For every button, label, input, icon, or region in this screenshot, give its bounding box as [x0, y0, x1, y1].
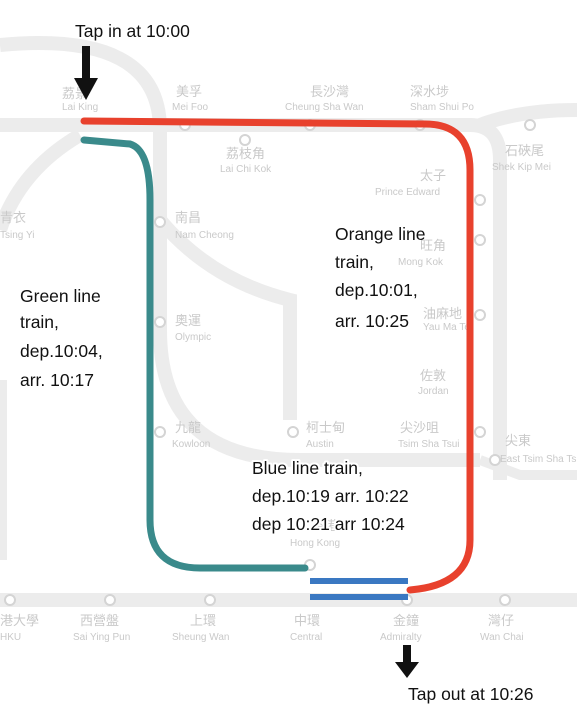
station-sham-shui-po-zh: 深水埗	[410, 85, 449, 100]
station-marker	[154, 216, 166, 228]
tap-out-label: Tap out at 10:26	[408, 684, 534, 704]
station-marker	[499, 594, 511, 606]
orange-note-line-1: Orange line	[335, 224, 425, 244]
station-tsim-sha-tsui-zh: 尖沙咀	[400, 421, 439, 436]
station-marker	[474, 234, 486, 246]
station-tsing-yi-zh: 青衣	[0, 210, 26, 226]
station-yau-ma-tei-zh: 油麻地	[423, 307, 462, 322]
station-marker	[204, 594, 216, 606]
station-marker	[474, 426, 486, 438]
tap-in-label: Tap in at 10:00	[75, 21, 190, 41]
station-labels: 荔景 Lai King 美孚 Mei Foo 長沙灣 Cheung Sha Wa…	[0, 85, 577, 643]
station-marker	[474, 309, 486, 321]
map-line-west-rail	[154, 215, 297, 420]
station-austin-zh: 柯士甸	[306, 421, 345, 436]
blue-note-line-1: Blue line train,	[252, 458, 363, 478]
orange-line-note: Orange line train, dep.10:01, arr. 10:25	[335, 224, 425, 331]
station-wan-chai-en: Wan Chai	[480, 632, 524, 643]
map-line-tsing-yi	[0, 128, 84, 233]
station-central-zh: 中環	[294, 614, 320, 629]
station-jordan-en: Jordan	[418, 386, 449, 397]
green-line-route	[80, 136, 309, 572]
blue-note-line-3: dep 10:21 arr 10:24	[252, 514, 405, 534]
station-sham-shui-po-en: Sham Shui Po	[410, 102, 474, 113]
station-marker	[474, 194, 486, 206]
station-nam-cheong-zh: 南昌	[175, 210, 201, 226]
background-map: 荔景 Lai King 美孚 Mei Foo 長沙灣 Cheung Sha Wa…	[0, 36, 577, 643]
green-note-line-2: train,	[20, 312, 59, 332]
station-marker	[524, 119, 536, 131]
green-note-line-3: dep.10:04,	[20, 341, 103, 361]
station-cheung-sha-wan-en: Cheung Sha Wan	[285, 102, 364, 113]
blue-line-note: Blue line train, dep.10:19 arr. 10:22 de…	[250, 456, 411, 536]
blue-line-route	[310, 578, 408, 600]
station-marker	[154, 316, 166, 328]
orange-note-line-3: dep.10:01,	[335, 280, 418, 300]
blue-line-track-lower	[310, 594, 408, 600]
station-mong-kok-zh: 旺角	[420, 239, 446, 254]
station-marker	[154, 426, 166, 438]
station-admiralty-zh: 金鐘	[393, 613, 419, 629]
station-hku-zh: 港大學	[0, 614, 39, 629]
map-line-tsuen-wan-main	[0, 118, 507, 480]
station-central-en: Central	[290, 632, 322, 643]
orange-line-route	[80, 117, 474, 594]
green-note-line-1: Green line	[20, 286, 101, 306]
green-note-line-4: arr. 10:17	[20, 370, 94, 390]
station-olympic-zh: 奧運	[175, 314, 201, 329]
station-sheung-wan-zh: 上環	[190, 614, 216, 629]
station-lai-chi-kok-en: Lai Chi Kok	[220, 164, 272, 175]
tap-in-arrow-icon	[74, 46, 98, 100]
station-hong-kong-zh: 香港	[312, 519, 338, 534]
orange-note-line-4: arr. 10:25	[335, 311, 409, 331]
map-line-tsuen-wan-south	[153, 329, 480, 467]
orange-note-line-2: train,	[335, 252, 374, 272]
station-kowloon-zh: 九龍	[175, 420, 201, 436]
station-shek-kip-mei-zh: 石硤尾	[505, 144, 544, 159]
station-east-tsim-sha-tsui-zh: 尖東	[505, 433, 531, 449]
station-mei-foo-en: Mei Foo	[172, 102, 209, 113]
station-lai-chi-kok-zh: 荔枝角	[226, 147, 265, 162]
station-marker	[104, 594, 116, 606]
station-east-tsim-sha-tsui-en: East Tsim Sha Tsui	[500, 454, 577, 465]
station-austin-en: Austin	[306, 439, 334, 450]
station-sheung-wan-en: Sheung Wan	[172, 632, 229, 643]
map-line-tsuen-wan	[0, 36, 167, 330]
station-marker	[489, 454, 501, 466]
station-shek-kip-mei-en: Shek Kip Mei	[492, 162, 551, 173]
station-nam-cheong-en: Nam Cheong	[175, 230, 234, 241]
station-sai-ying-pun-en: Sai Ying Pun	[73, 632, 130, 643]
station-admiralty-en: Admiralty	[380, 632, 422, 643]
station-hong-kong-en: Hong Kong	[290, 538, 340, 549]
station-prince-edward-en: Prince Edward	[375, 187, 440, 198]
station-marker	[287, 426, 299, 438]
station-sai-ying-pun-zh: 西營盤	[80, 614, 119, 629]
station-olympic-en: Olympic	[175, 332, 211, 343]
station-cheung-sha-wan-zh: 長沙灣	[310, 85, 349, 100]
blue-line-track-upper	[310, 578, 408, 584]
map-line-kwun-tong	[477, 103, 577, 132]
tap-out-arrow-icon	[395, 645, 419, 678]
station-wan-chai-zh: 灣仔	[488, 614, 514, 629]
station-marker	[4, 594, 16, 606]
station-yau-ma-tei-en: Yau Ma Tei	[423, 322, 472, 333]
station-marker	[239, 134, 251, 146]
station-tsing-yi-en: Tsing Yi	[0, 230, 34, 241]
station-prince-edward-zh: 太子	[420, 169, 446, 184]
station-hku-en: HKU	[0, 632, 21, 643]
station-lai-king-en: Lai King	[62, 102, 98, 113]
station-mei-foo-zh: 美孚	[176, 85, 202, 100]
station-tsim-sha-tsui-en: Tsim Sha Tsui	[398, 439, 460, 450]
green-line-note: Green line train, dep.10:04, arr. 10:17	[20, 286, 103, 390]
station-mong-kok-en: Mong Kok	[398, 257, 444, 268]
station-kowloon-en: Kowloon	[172, 439, 210, 450]
station-jordan-zh: 佐敦	[420, 368, 446, 384]
blue-note-line-2: dep.10:19 arr. 10:22	[252, 486, 409, 506]
